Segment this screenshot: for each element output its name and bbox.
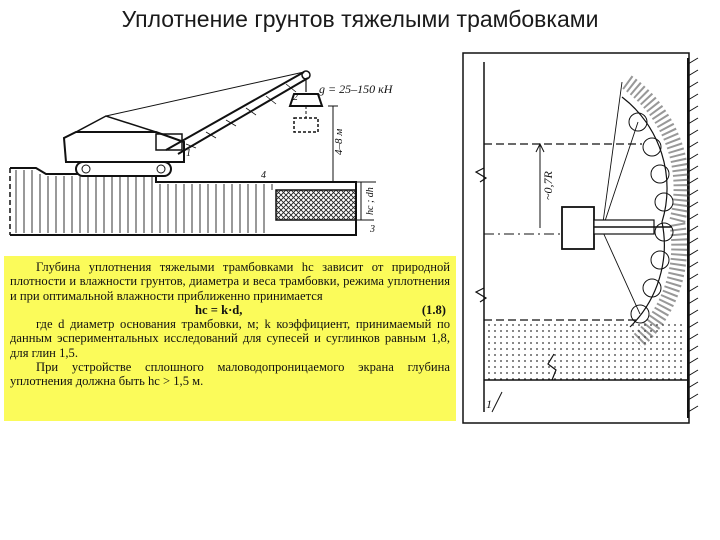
callout-right-1: 1: [486, 397, 492, 411]
paragraph-depth-dependence: Глубина уплотнения тяжелыми трамбовками …: [10, 260, 450, 303]
height-label: 4–8 м: [333, 129, 345, 155]
slide-title: Уплотнение грунтов тяжелыми трамбовками: [121, 6, 599, 32]
callout-2: 2: [293, 92, 298, 103]
load-label: g = 25–150 кН: [319, 82, 394, 96]
compaction-zone-diagram: ~0,7R 1: [462, 52, 699, 424]
callout-4: 4: [261, 170, 266, 181]
paragraph-coefficients: где d диаметр основания трамбовки, м; k …: [10, 317, 450, 360]
formula-row: hc = k·d, (1.8): [10, 303, 450, 317]
crane-rammer-diagram: g = 25–150 кН 4–8 м hc ; dh 1 2 3 4: [9, 70, 394, 236]
formula-expression: hc = k·d,: [195, 302, 243, 317]
paragraph-screen-depth: При устройстве сплошного маловодопроница…: [10, 360, 450, 389]
callout-1: 1: [186, 148, 191, 159]
callout-3: 3: [369, 224, 375, 235]
depth-label: hc ; dh: [365, 187, 376, 215]
radius-label: ~0,7R: [541, 171, 555, 200]
formula-number: (1.8): [421, 302, 446, 317]
description-text-block: Глубина уплотнения тяжелыми трамбовками …: [4, 256, 456, 421]
